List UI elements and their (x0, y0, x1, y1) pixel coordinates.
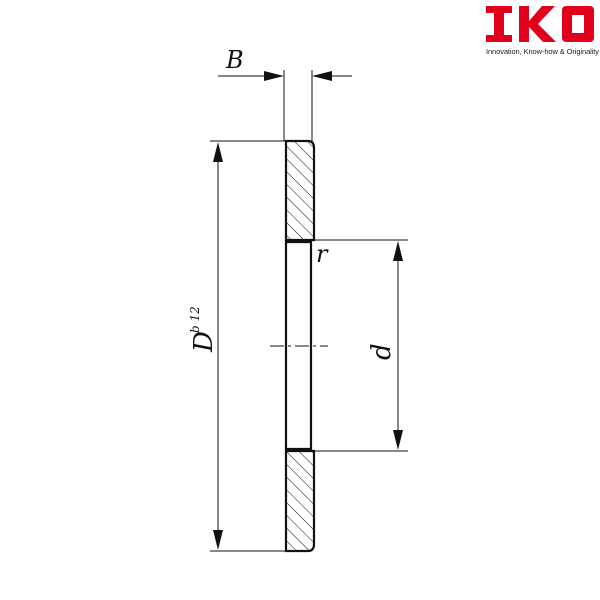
label-D-tolerance: b 12 (188, 306, 202, 333)
iko-logo-mark (486, 6, 594, 42)
outer-diameter-label: D b 12 (188, 306, 219, 353)
label-D: D (189, 331, 219, 353)
bore-diameter-label: d (367, 343, 397, 360)
brand-tagline: Innovation, Know-how & Originality (486, 47, 599, 56)
lower-washer-section (284, 449, 316, 553)
upper-washer-section (284, 139, 316, 242)
label-d: d (367, 343, 397, 360)
label-r: r (316, 240, 329, 268)
radius-label-group: r (316, 240, 329, 268)
bore-diameter-dimension (311, 239, 408, 452)
thickness-dimension: B (218, 46, 352, 141)
bore-outline (284, 240, 313, 451)
outer-diameter-dimension (210, 140, 286, 552)
label-B: B (225, 46, 244, 74)
iko-logo: Innovation, Know-how & Originality (0, 0, 600, 70)
